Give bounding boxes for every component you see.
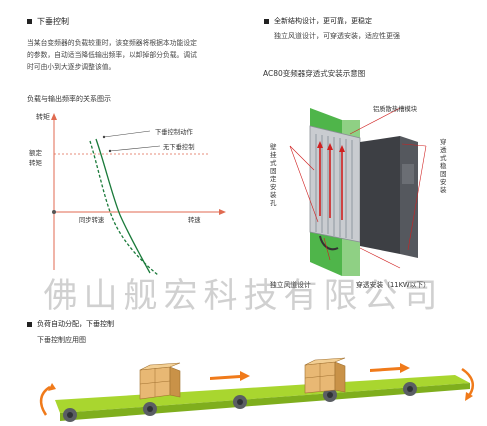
bullet-square	[264, 19, 269, 24]
label-leaders	[289, 107, 427, 269]
torque-speed-chart	[51, 113, 226, 276]
annotation-label-droop: 下垂控制动作	[155, 129, 193, 136]
label-wall-mount: 壁挂式固定安装孔	[270, 143, 277, 207]
x-center-label: 同步转速	[79, 217, 105, 224]
rated-torque-label: 额定 转矩	[29, 148, 42, 168]
conveyor-belt-edge	[60, 383, 470, 421]
rated-torque-label-line: 额定	[29, 149, 42, 157]
y-axis-label: 转矩	[36, 113, 50, 121]
label-air-duct: 独立风道设计	[270, 281, 311, 289]
airflow-arrows	[319, 146, 343, 220]
airflow-arrowheads	[317, 141, 345, 152]
leader-dot	[102, 135, 106, 139]
leader-dot	[108, 149, 112, 153]
conveyor-diagram	[39, 357, 475, 422]
description-line: 当某台变频器的负载较重时，该变频器将根据本功能设定	[27, 39, 197, 47]
y-axis-arrow	[51, 113, 57, 120]
label-through-mount: 穿透式稳固安装	[440, 138, 447, 194]
annotation-label-no-droop: 无下垂控制	[163, 144, 195, 151]
installation-diagram	[289, 107, 427, 276]
feature-line-air-duct: 独立风道设计，可穿透安装，适应性更强	[274, 32, 400, 40]
return-arrow-left	[39, 385, 51, 416]
heatsink-fins	[315, 134, 353, 239]
x-axis-label: 转速	[188, 217, 201, 224]
section-heading-load: 负荷自动分配，下垂控制	[37, 320, 114, 328]
application-diagram-title: 下垂控制应用图	[37, 336, 86, 344]
feature-line-structure: 全新结构设计，更可靠，更稳定	[274, 17, 372, 25]
chart-title: 负载与输出频率的关系图示	[27, 95, 111, 103]
bullet-square	[27, 19, 32, 24]
inverter-side	[360, 136, 400, 254]
company-watermark: 佛山舰宏科技有限公司	[43, 276, 444, 316]
origin-dot	[52, 210, 56, 214]
description-line: 的参数，自动适当降低输出频率，以卸掉部分负载。调试	[27, 51, 197, 59]
cargo-box	[304, 357, 346, 394]
direction-arrows	[210, 363, 410, 381]
droop-description: 当某台变频器的负载较重时，该变频器将根据本功能设定 的参数，自动适当降低输出频率…	[27, 37, 242, 73]
inverter-panel	[402, 164, 414, 184]
label-through-install: 穿透安装（11KW以下）	[356, 281, 430, 289]
rated-torque-label-line: 转矩	[29, 159, 42, 167]
section-heading-droop: 下垂控制	[37, 17, 69, 26]
return-arrow-right-head	[465, 392, 473, 401]
return-arrow-left-head	[48, 383, 56, 391]
inverter-front	[400, 136, 418, 258]
x-axis-arrow	[219, 209, 226, 215]
description-line: 时可由小到大逐步调整该值。	[27, 63, 116, 71]
series-line-no-droop	[95, 138, 151, 274]
conveyor-rollers	[63, 382, 417, 422]
label-heatsink: 铝质散热槽模块	[373, 106, 418, 113]
bullet-square	[27, 322, 32, 327]
annotation-leader	[103, 130, 151, 138]
series-line-droop	[89, 140, 159, 276]
annotation-leader	[109, 145, 161, 152]
cargo-box	[139, 362, 181, 400]
diagram-title: AC80变频器穿透式安装示意图	[263, 69, 366, 78]
conveyor-belt	[55, 375, 470, 413]
